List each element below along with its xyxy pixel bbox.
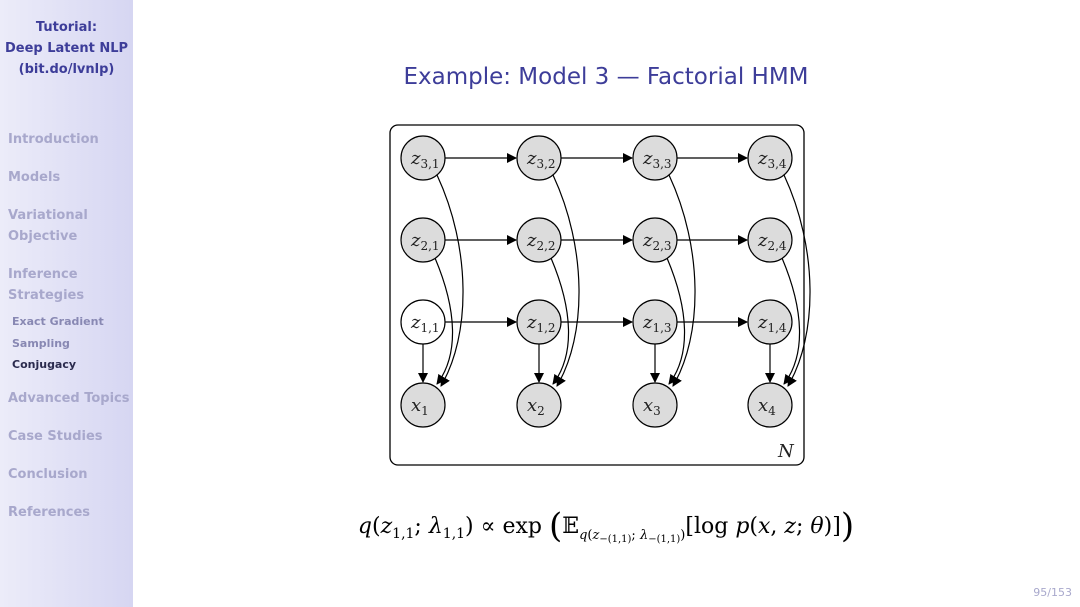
emission-edge xyxy=(666,257,686,385)
sidebar-item-case-studies[interactable]: Case Studies xyxy=(8,429,103,444)
svg-text:z2,1: z2,1 xyxy=(410,230,440,253)
sidebar-item-variational[interactable]: Variational xyxy=(8,208,88,223)
emission-edge xyxy=(552,174,580,387)
latent-node-z-1-1: z1,1 xyxy=(400,299,446,345)
latent-node-z-1-3: z1,3 xyxy=(632,299,678,345)
update-formula: q(z1,1; λ1,1) ∝ exp (𝔼q(z−(1,1); λ−(1,1)… xyxy=(358,506,854,546)
latent-node-z-1-2: z1,2 xyxy=(516,299,562,345)
emission-edge xyxy=(436,174,464,387)
emission-edge xyxy=(550,257,570,385)
observed-node-x-4: x4 xyxy=(747,382,793,428)
sidebar-item-advanced-topics[interactable]: Advanced Topics xyxy=(8,391,130,406)
latent-node-z-2-1: z2,1 xyxy=(400,217,446,263)
sidebar-item-inference[interactable]: Inference xyxy=(8,267,78,282)
latent-node-z-3-4: z3,4 xyxy=(747,135,793,181)
latent-node-z-3-3: z3,3 xyxy=(632,135,678,181)
sidebar-subitem-sampling[interactable]: Sampling xyxy=(12,337,70,350)
sidebar-item-conclusion[interactable]: Conclusion xyxy=(8,467,88,482)
plate xyxy=(389,124,805,466)
sidebar-item-strategies[interactable]: Strategies xyxy=(8,288,85,303)
latent-node-z-1-4: z1,4 xyxy=(747,299,793,345)
edges xyxy=(418,153,811,387)
emission-edge xyxy=(668,174,696,387)
emission-edge xyxy=(783,174,811,387)
latent-node-z-3-2: z3,2 xyxy=(516,135,562,181)
observed-node-x-1: x1 xyxy=(400,382,446,428)
sidebar-subitem-exact-gradient[interactable]: Exact Gradient xyxy=(12,315,104,328)
nodes: z3,1 z3,2 z3,3 z3,4 z2,1 z2,2 z2,3 z2,4 z1,1 z1,2… xyxy=(400,135,793,428)
latent-node-z-3-1: z3,1 xyxy=(400,135,446,181)
sidebar-subitem-conjugacy[interactable]: Conjugacy xyxy=(12,358,77,371)
formula-text: q(z1,1; λ1,1) ∝ exp (𝔼q(z−(1,1); λ−(1,1)… xyxy=(358,506,854,546)
sidebar-item-references[interactable]: References xyxy=(8,505,91,520)
observed-node-x-2: x2 xyxy=(516,382,562,428)
observed-node-x-3: x3 xyxy=(632,382,678,428)
sidebar-item-introduction[interactable]: Introduction xyxy=(8,132,99,147)
emission-edge xyxy=(781,257,801,385)
sidebar: Tutorial: Deep Latent NLP (bit.do/lvnlp)… xyxy=(0,0,133,607)
sidebar-item-models[interactable]: Models xyxy=(8,170,61,185)
latent-node-z-2-3: z2,3 xyxy=(632,217,678,263)
sidebar-title-line-3: (bit.do/lvnlp) xyxy=(18,62,115,77)
factorial-hmm-diagram: N z3,1 z3,2 z3,3 z3,4 z2,1 z2,2 z2,3 z2,4 z1,1 z1… xyxy=(389,124,811,466)
emission-edge xyxy=(434,257,454,385)
slide-title: Example: Model 3 — Factorial HMM xyxy=(403,64,809,90)
latent-node-z-2-4: z2,4 xyxy=(747,217,793,263)
plate-label: N xyxy=(777,441,795,462)
latent-node-z-2-2: z2,2 xyxy=(516,217,562,263)
sidebar-title-line-2: Deep Latent NLP xyxy=(4,41,129,56)
sidebar-title-line-1: Tutorial: xyxy=(35,20,98,35)
sidebar-item-objective[interactable]: Objective xyxy=(8,229,78,244)
page-number: 95/153 xyxy=(1033,586,1072,599)
